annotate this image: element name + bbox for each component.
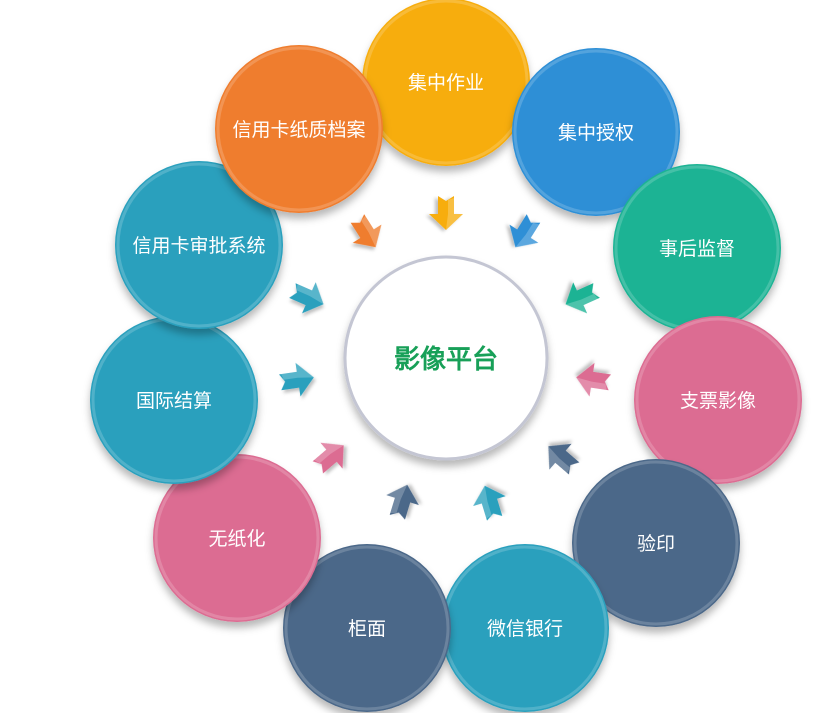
- node-label: 微信银行: [487, 618, 563, 640]
- node-circle: [613, 164, 781, 332]
- node-2: 集中授权: [512, 48, 680, 216]
- arrow-shape: [576, 362, 612, 397]
- arrow-9: [279, 362, 314, 397]
- node-circle: [90, 316, 258, 484]
- arrow-11: [350, 214, 382, 248]
- arrow-shine: [446, 198, 463, 230]
- node-label: 国际结算: [136, 390, 212, 412]
- node-highlight: [573, 460, 739, 626]
- arrow-6: [473, 485, 506, 521]
- node-label: 集中授权: [558, 122, 634, 144]
- node-7: 柜面: [283, 544, 451, 712]
- node-circle: [215, 45, 383, 213]
- arrow-shape: [279, 362, 314, 397]
- node-circle: [283, 544, 451, 712]
- node-circle: [634, 316, 802, 484]
- node-10: 信用卡审批系统: [115, 161, 283, 329]
- node-circle: [572, 459, 740, 627]
- node-circle: [512, 48, 680, 216]
- node-label: 无纸化: [208, 528, 265, 550]
- node-label: 信用卡纸质档案: [232, 119, 365, 141]
- node-label: 验印: [637, 533, 675, 555]
- node-circle: [115, 161, 283, 329]
- node-label: 柜面: [348, 618, 386, 640]
- arrow-shine: [280, 362, 314, 380]
- arrow-shape: [312, 442, 344, 474]
- center-hub: 影像平台: [343, 255, 549, 461]
- arrow-7: [386, 484, 419, 520]
- arrow-shape: [473, 485, 506, 521]
- arrow-shine: [314, 442, 344, 464]
- center-circle: [343, 255, 549, 461]
- arrow-shine: [361, 215, 382, 248]
- arrow-10: [289, 282, 324, 314]
- arrow-shape: [386, 484, 419, 520]
- arrow-shine: [515, 222, 540, 248]
- arrow-shape: [548, 443, 580, 475]
- arrow-shape: [289, 282, 324, 314]
- arrow-shine: [386, 484, 408, 514]
- node-3: 事后监督: [613, 164, 781, 332]
- node-1: 集中作业: [362, 0, 530, 166]
- center-label: 影像平台: [394, 344, 498, 375]
- arrow-shine: [548, 446, 570, 474]
- arrow-5: [548, 443, 580, 475]
- node-highlight: [635, 317, 801, 483]
- arrow-1: [429, 196, 463, 230]
- node-highlight: [154, 455, 320, 621]
- node-highlight: [513, 49, 679, 215]
- node-label: 支票影像: [680, 390, 756, 412]
- arrow-layer: [279, 196, 612, 521]
- arrow-4: [576, 362, 612, 397]
- arrow-shape: [509, 214, 541, 248]
- arrow-shine: [565, 293, 599, 314]
- arrow-2: [509, 214, 541, 248]
- node-highlight: [216, 46, 382, 212]
- node-circle: [153, 454, 321, 622]
- node-circle: [362, 0, 530, 166]
- node-label: 集中作业: [408, 72, 484, 94]
- arrow-shine: [473, 485, 492, 519]
- node-6: 微信银行: [441, 544, 609, 712]
- node-11: 信用卡纸质档案: [215, 45, 383, 213]
- node-label: 事后监督: [659, 238, 735, 260]
- node-4: 支票影像: [634, 316, 802, 484]
- node-highlight: [116, 162, 282, 328]
- arrow-shine: [296, 282, 324, 305]
- arrow-shape: [350, 214, 382, 248]
- node-highlight: [284, 545, 450, 711]
- node-8: 无纸化: [153, 454, 321, 622]
- node-9: 国际结算: [90, 316, 258, 484]
- arrow-shape: [565, 282, 600, 314]
- arrow-shine: [576, 377, 607, 397]
- arrow-8: [312, 442, 344, 474]
- node-circle: [441, 544, 609, 712]
- node-label: 信用卡审批系统: [132, 235, 265, 257]
- arrow-shape: [429, 196, 463, 230]
- node-5: 验印: [572, 459, 740, 627]
- arrow-3: [565, 282, 600, 314]
